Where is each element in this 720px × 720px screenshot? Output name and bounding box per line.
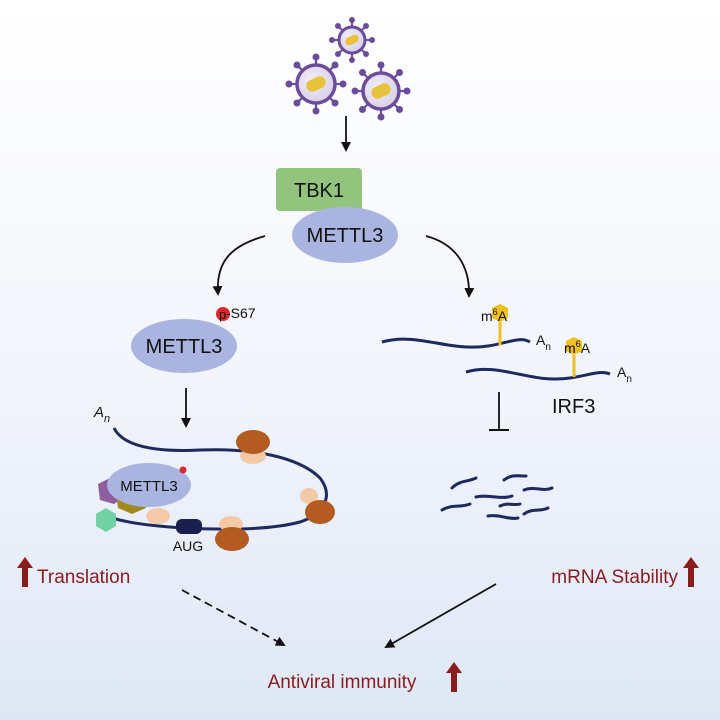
arrow-to-phospho-mettl3 [212, 235, 266, 296]
poly-a-label: An [93, 404, 110, 425]
ribosome [215, 516, 249, 551]
m6a-label: m6A [481, 307, 508, 324]
mettl3-ribosome-ellipse [107, 463, 191, 507]
arrow-stability-to-immunity [384, 583, 497, 648]
stability-outcome: mRNA Stability [551, 557, 699, 588]
ribosome [300, 488, 335, 524]
phospho-dot [216, 307, 230, 321]
tbk1-mettl3-complex: TBK1 METTL3 [276, 168, 398, 263]
phosphorylated-mettl3: METTL3 p -S67 [131, 305, 256, 373]
mettl3-complex-label: METTL3 [307, 225, 384, 247]
virus-particles [285, 17, 411, 121]
m6a-mark-icon [492, 304, 508, 322]
virus-icon [351, 61, 411, 121]
phospho-p-label: p [219, 307, 226, 322]
irf3-label: IRF3 [552, 396, 595, 418]
mettl3-phospho-ellipse [131, 319, 237, 373]
arrow-to-m6a-mrna [425, 235, 475, 298]
immunity-outcome: Antiviral immunity [268, 662, 462, 693]
mrna-strand [381, 337, 531, 349]
m6a-label: m6A [564, 339, 591, 356]
aug-codon [176, 519, 202, 534]
tbk1-box [276, 168, 362, 211]
phospho-site-label: -S67 [226, 305, 256, 321]
translation-label: Translation [37, 567, 130, 588]
up-arrow-icon [17, 557, 33, 587]
m6a-mark-icon [566, 337, 582, 355]
phospho-dot [179, 466, 187, 474]
tbk1-label: TBK1 [294, 180, 344, 202]
initiation-factor-teal [96, 508, 116, 532]
translation-outcome: Translation [17, 557, 130, 588]
ribosome [236, 430, 270, 464]
aug-label: AUG [173, 538, 203, 554]
antiviral-immunity-label: Antiviral immunity [268, 672, 417, 693]
poly-a-tail-label: An [617, 364, 632, 385]
up-arrow-icon [446, 662, 462, 692]
ribosome [146, 508, 170, 524]
inhibition-symbol [489, 392, 509, 431]
mrna-stability-label: mRNA Stability [551, 567, 678, 588]
translation-loop: An METTL3 AUG [93, 404, 335, 554]
m6a-mrna-group: m6A m6A An An IRF3 [381, 304, 632, 418]
virus-icon [329, 17, 375, 63]
poly-a-tail-label: An [536, 332, 551, 353]
arrow-translation-to-immunity [181, 589, 286, 646]
virus-icon [285, 53, 347, 115]
mettl3-ribosome-label: METTL3 [120, 478, 178, 495]
mettl3-complex-ellipse [292, 207, 398, 263]
mettl3-phospho-label: METTL3 [146, 336, 223, 358]
mrna-strand [465, 367, 611, 381]
up-arrow-icon [683, 557, 699, 587]
degraded-mrna-fragments [440, 474, 554, 520]
